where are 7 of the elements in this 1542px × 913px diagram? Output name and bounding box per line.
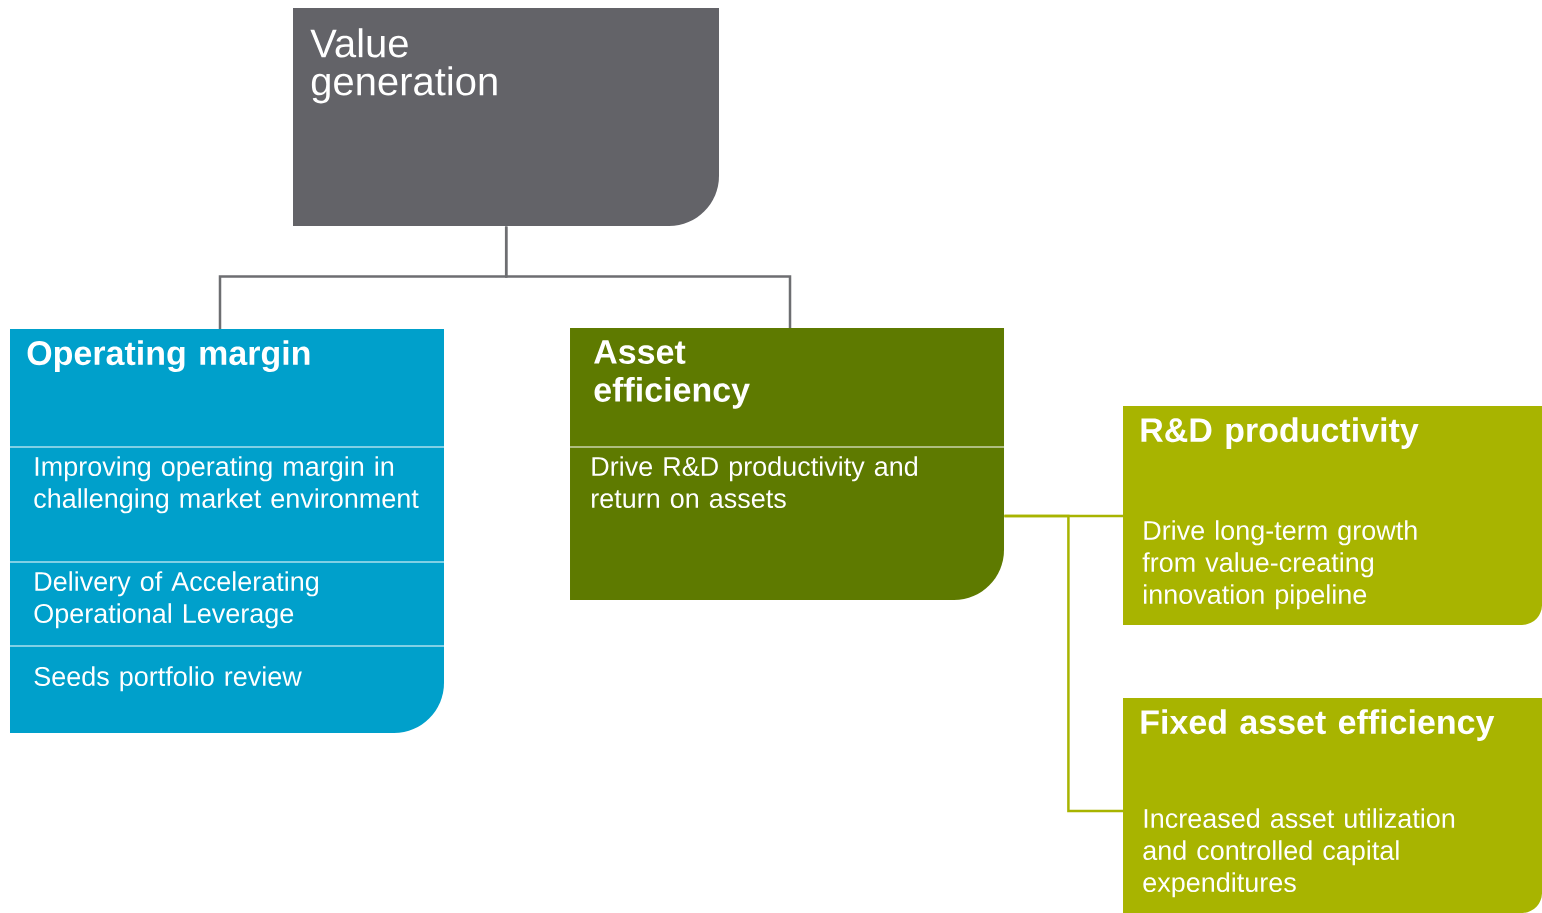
connector-line — [1004, 514, 1123, 813]
category-box: Asset efficiency Drive R&D productivity and return on assets — [569, 328, 1005, 600]
title-box: Value generation — [293, 8, 719, 226]
connector-line — [504, 226, 792, 328]
topic-box: Fixed asset efficiency Increased asset utilization and controlled capital expenditures — [1123, 698, 1542, 913]
category-box: Operating margin Improving operating margin in challenging market environment Delivery of Accelerating Operational Leverage Seeds portfolio review — [9, 329, 445, 733]
topic-box: R&D productivity Drive long-term growth from value-creating innovation pipeline — [1123, 406, 1542, 625]
